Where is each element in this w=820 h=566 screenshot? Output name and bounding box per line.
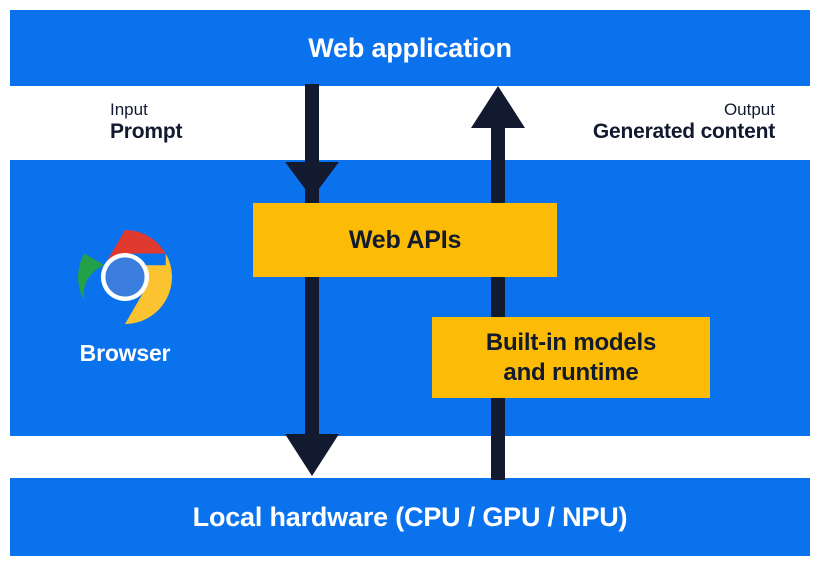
box-built-in-models-line2: and runtime (503, 358, 639, 386)
input-kicker: Input (110, 100, 148, 119)
box-web-apis-label: Web APIs (348, 225, 462, 254)
browser-block: Browser (47, 228, 203, 367)
box-web-apis[interactable]: Web APIs (253, 203, 557, 277)
browser-label: Browser (79, 340, 171, 366)
band-web-application: Web application (10, 10, 810, 86)
output-kicker: Output (723, 100, 775, 119)
band-local-hardware: Local hardware (CPU / GPU / NPU) (10, 478, 810, 556)
output-value: Generated content (592, 120, 775, 144)
input-value: Prompt (110, 120, 183, 144)
box-built-in-models[interactable]: Built-in models and runtime (432, 317, 710, 398)
box-built-in-models-label: Built-in models and runtime (485, 328, 657, 388)
input-label-group: Input Prompt (110, 100, 183, 145)
chrome-logo-icon (78, 229, 172, 325)
band-local-hardware-label: Local hardware (CPU / GPU / NPU) (192, 501, 628, 532)
band-web-application-label: Web application (308, 32, 512, 63)
output-label-group: Output Generated content (593, 100, 775, 145)
box-built-in-models-line1: Built-in models (485, 328, 657, 356)
